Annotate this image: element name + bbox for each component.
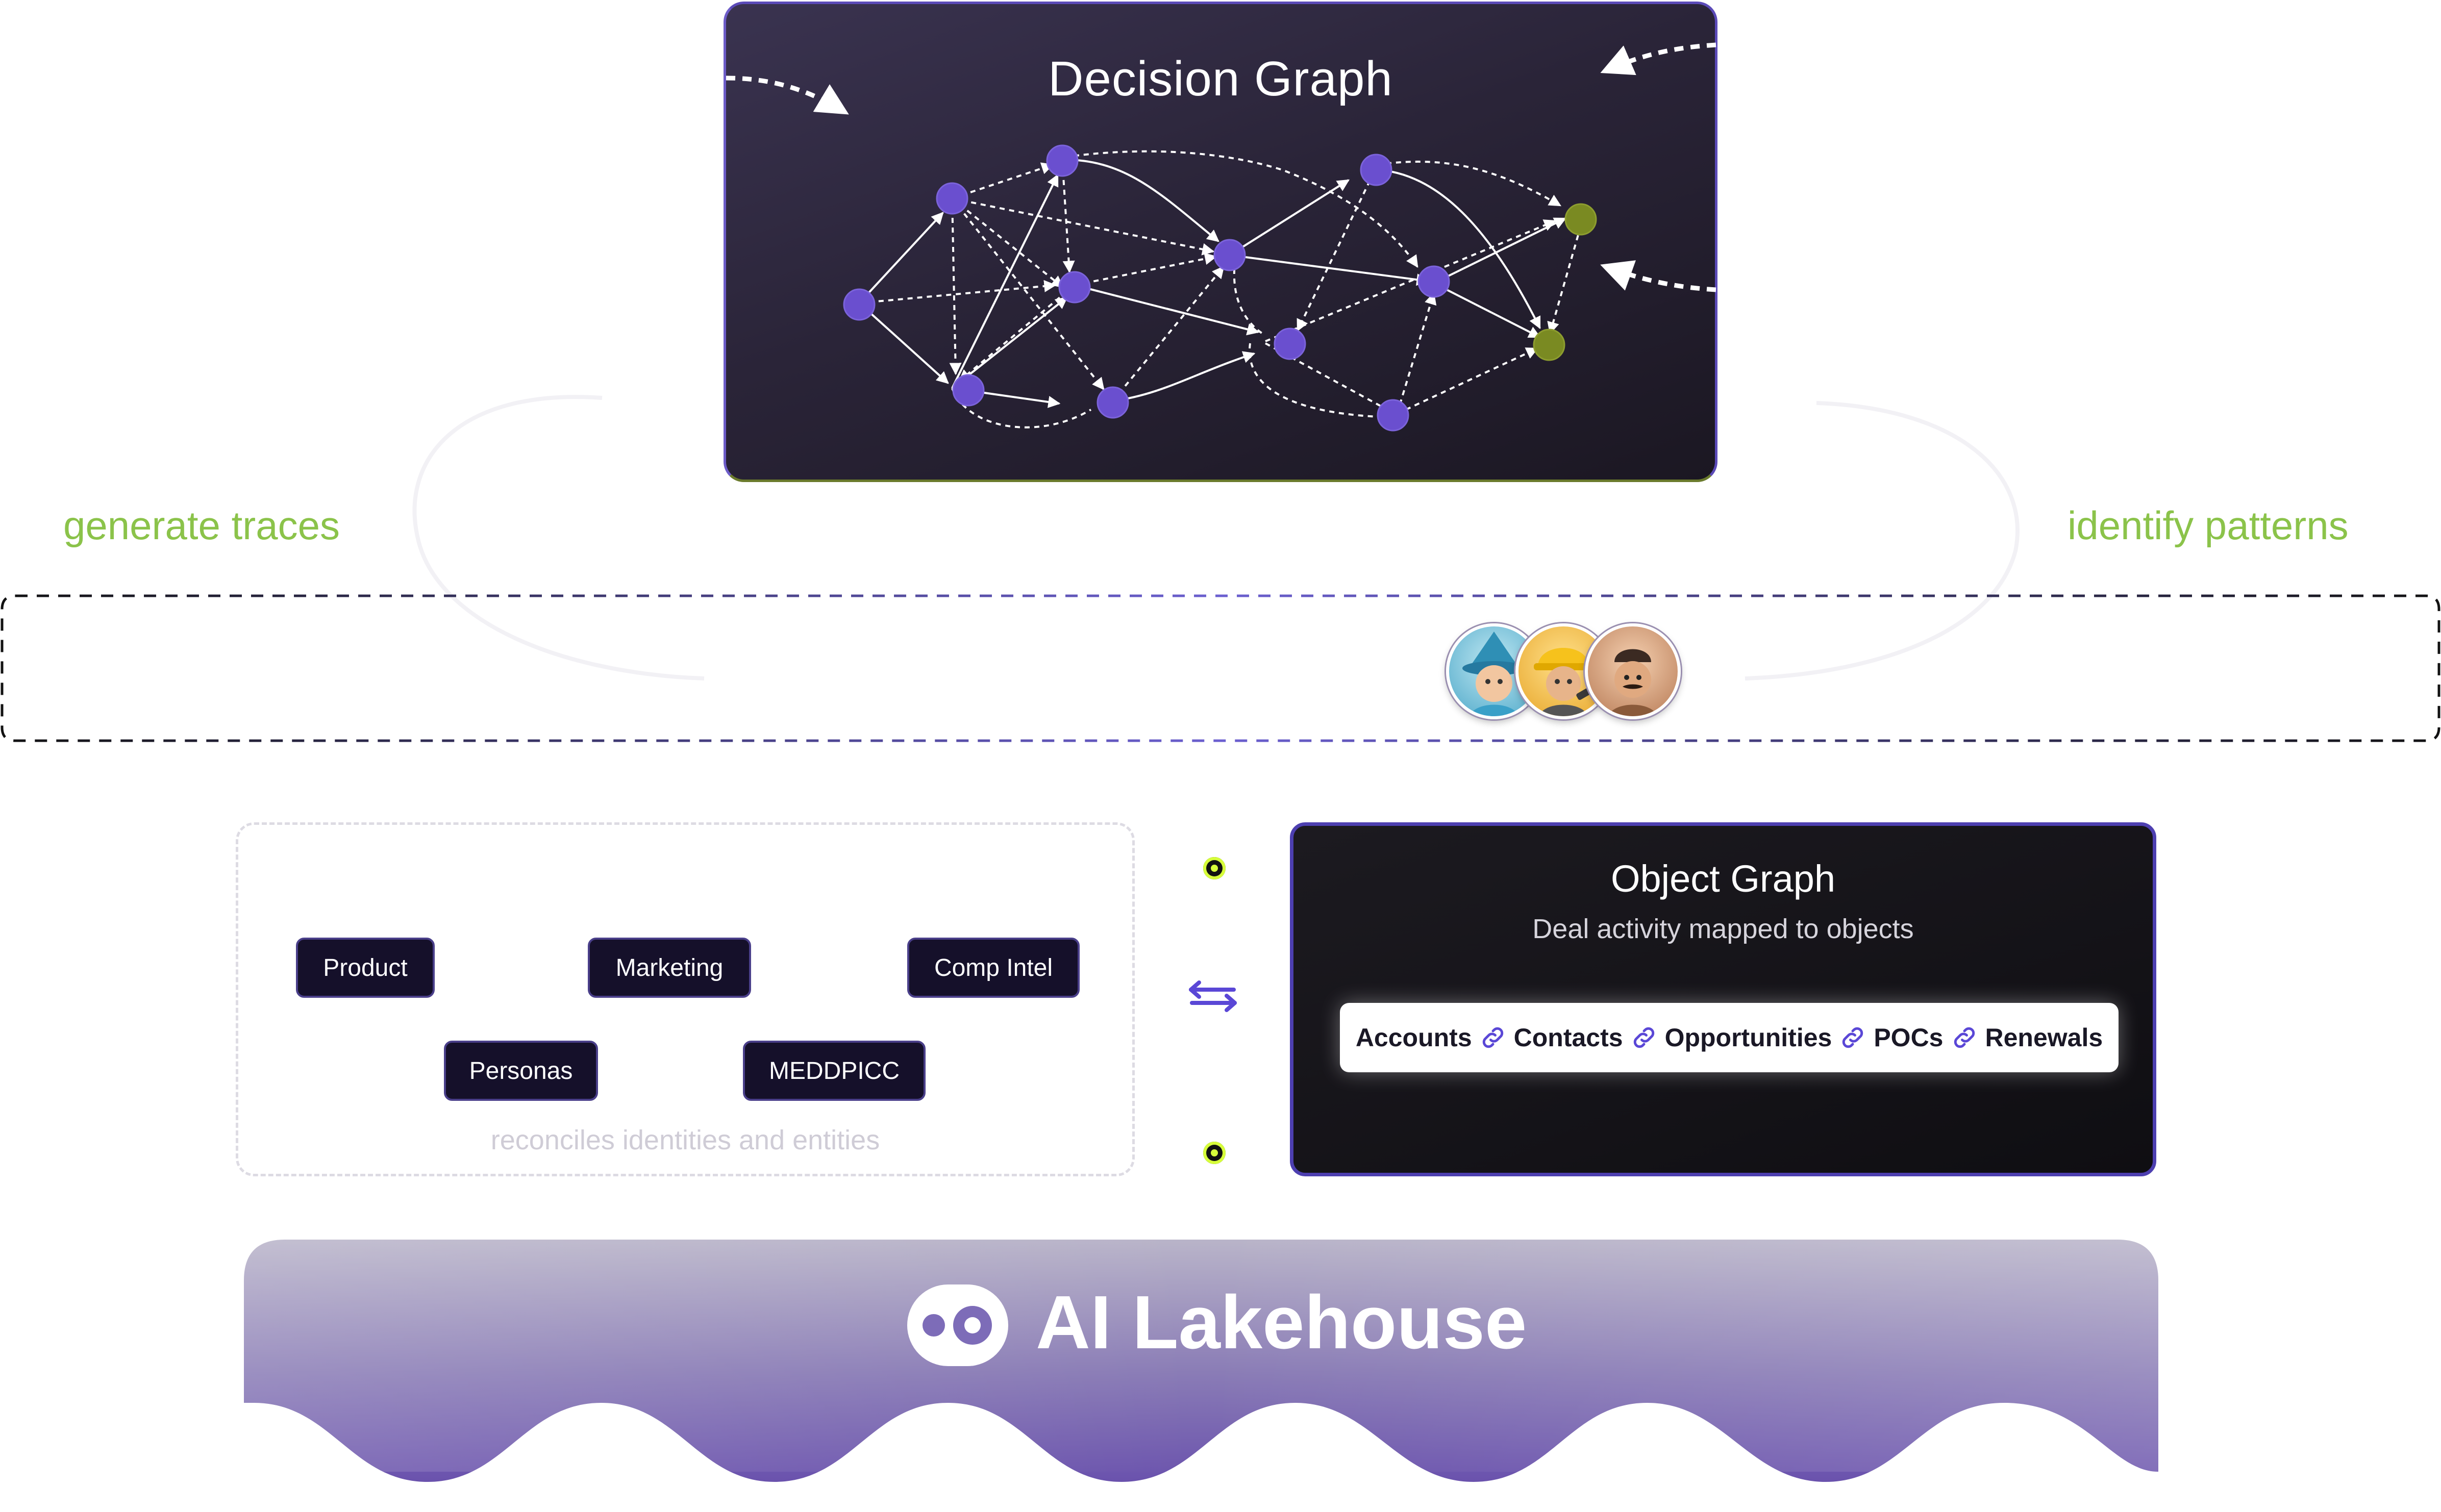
object-contacts[interactable]: Contacts [1514, 1023, 1623, 1052]
context-sources-box [236, 822, 1135, 1176]
agent-band [0, 592, 2441, 745]
link-icon [1951, 1024, 1978, 1051]
identify-patterns-label: identify patterns [2068, 502, 2349, 549]
chip-marketing[interactable]: Marketing [588, 938, 751, 998]
connector-dot-bottom [1203, 1142, 1226, 1164]
chip-meddpicc[interactable]: MEDDPICC [743, 1041, 926, 1101]
object-graph-subtitle: Deal activity mapped to objects [1290, 913, 2156, 945]
context-caption: reconciles identities and entities [236, 1124, 1135, 1156]
ai-lakehouse-title: AI Lakehouse [1036, 1279, 1527, 1366]
object-pocs[interactable]: POCs [1874, 1023, 1943, 1052]
object-opportunities[interactable]: Opportunities [1665, 1023, 1832, 1052]
object-graph-title: Object Graph [1290, 857, 2156, 900]
detective-avatar [1585, 623, 1681, 719]
detective-avatar-icon [1588, 626, 1678, 716]
link-icon [1630, 1024, 1658, 1051]
generate-traces-label: generate traces [63, 502, 340, 549]
object-renewals[interactable]: Renewals [1985, 1023, 2103, 1052]
chip-personas[interactable]: Personas [444, 1041, 598, 1101]
chip-comp-intel[interactable]: Comp Intel [907, 938, 1080, 998]
connector-dot-top [1203, 857, 1226, 879]
object-accounts[interactable]: Accounts [1356, 1023, 1472, 1052]
lakehouse-logo-icon [905, 1282, 1010, 1368]
object-list-bar: Accounts Contacts Opportunities POCs Ren… [1340, 1003, 2119, 1072]
link-icon [1479, 1024, 1507, 1051]
link-icon [1839, 1024, 1866, 1051]
swap-arrows-icon [1185, 978, 1241, 1014]
chip-product[interactable]: Product [296, 938, 435, 998]
